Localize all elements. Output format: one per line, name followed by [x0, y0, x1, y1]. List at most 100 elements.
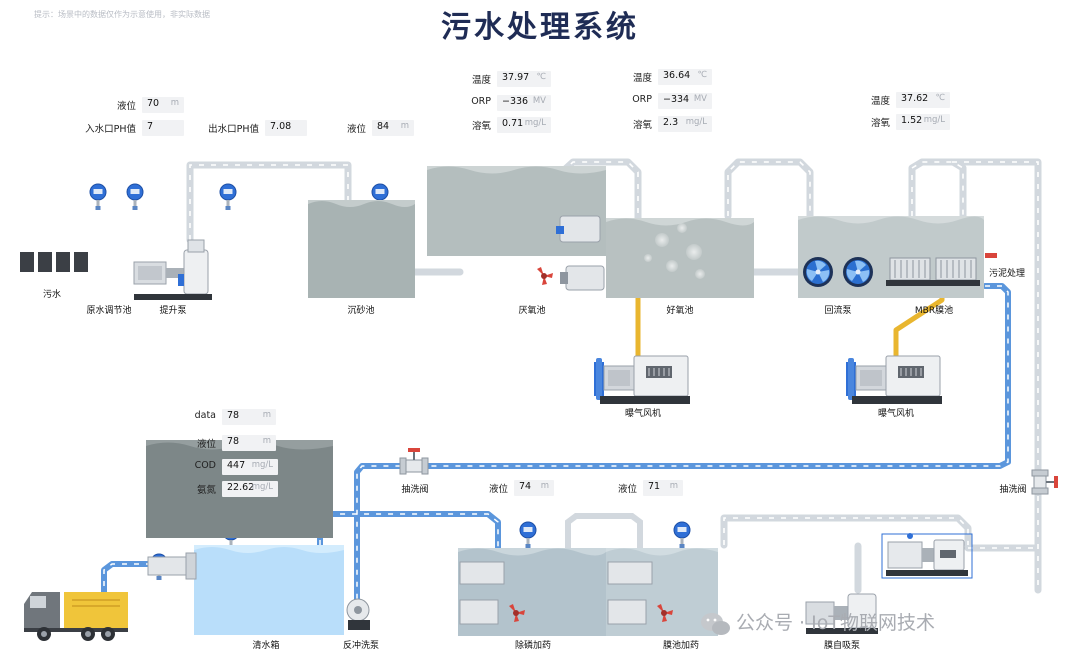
- label-phos-dosing: 除磷加药: [514, 641, 552, 651]
- pipes-yellow: [635, 285, 945, 363]
- param-unit: mg/L: [251, 460, 273, 470]
- param-aero-temp: 温度 36.64 ℃: [633, 69, 712, 85]
- param-anox-do: 溶氧 0.71 mg/L: [472, 117, 551, 133]
- label-flush-valve-1: 抽洗阀: [401, 485, 429, 495]
- param-label: COD: [194, 460, 216, 471]
- param-label: 液位: [488, 484, 508, 495]
- backwash-blower-icon[interactable]: [881, 533, 973, 579]
- phos-dosing-tank: [458, 548, 606, 636]
- memb-dosing-tank: [606, 548, 718, 636]
- label-backwash-pump: 反冲洗泵: [342, 641, 380, 651]
- return-pump-fan-icon[interactable]: [843, 257, 873, 287]
- param-raw-level: 液位 70 m: [117, 97, 184, 113]
- lift-pump-icon[interactable]: [133, 239, 212, 300]
- page-title: 污水处理系统: [441, 10, 639, 45]
- param-value: −334: [663, 94, 690, 105]
- label-sewage: 污水: [42, 290, 62, 300]
- param-value: 22.62: [227, 482, 255, 493]
- ph-meter-icon: [89, 183, 107, 211]
- label-raw-tank: 原水调节池: [86, 306, 132, 316]
- param-label: 溶氧: [471, 121, 491, 132]
- param-outlet-ph: 出水口PH值 7.08: [208, 120, 307, 136]
- param-tank-level: 液位 78 m: [197, 435, 276, 451]
- param-unit: m: [262, 410, 271, 420]
- param-unit: m: [170, 98, 179, 108]
- label-lift-pump: 提升泵: [159, 306, 187, 316]
- param-unit: m: [400, 121, 409, 131]
- param-value: 78: [227, 436, 240, 447]
- param-label: 出水口PH值: [208, 124, 259, 135]
- param-value: 70: [147, 98, 160, 109]
- param-phos-level: 液位 74 m: [489, 480, 554, 496]
- param-anox-orp: ORP −336 MV: [471, 95, 551, 111]
- label-blower-1: 曝气风机: [624, 409, 662, 419]
- blower-icon[interactable]: [593, 355, 691, 405]
- label-anoxic-tank: 厌氧池: [518, 306, 546, 316]
- param-label: 液位: [346, 124, 366, 135]
- anoxic-tank: [427, 166, 606, 291]
- label-memb-dosing: 膜池加药: [662, 641, 700, 651]
- param-value: 37.62: [901, 93, 929, 104]
- param-label: ORP: [471, 96, 491, 107]
- param-label: 氨氮: [196, 485, 216, 496]
- param-unit: ℃: [935, 93, 945, 103]
- flush-valve-icon[interactable]: [1031, 469, 1058, 495]
- param-label: 液位: [617, 484, 637, 495]
- param-value: 2.3: [663, 117, 679, 128]
- backwash-pump-icon[interactable]: [346, 598, 370, 630]
- param-value: 447: [227, 460, 246, 471]
- label-sludge: 污泥处理: [988, 269, 1026, 279]
- param-value: 37.97: [502, 72, 530, 83]
- param-tank-cod: COD 447 mg/L: [195, 459, 278, 475]
- param-value: 1.52: [901, 115, 923, 126]
- param-label: 液位: [116, 101, 136, 112]
- param-aero-orp: ORP −334 MV: [632, 93, 712, 109]
- param-memb-level: 液位 71 m: [618, 480, 683, 496]
- level-meter-icon: [219, 183, 237, 211]
- param-grit-level: 液位 84 m: [347, 120, 414, 136]
- param-value: 7.08: [270, 121, 292, 132]
- ph-meter-icon: [126, 183, 144, 211]
- param-label: 温度: [870, 96, 890, 107]
- label-aerobic-tank: 好氧池: [666, 306, 694, 316]
- param-label: 液位: [196, 439, 216, 450]
- aerobic-tank: [606, 218, 754, 298]
- param-value: 74: [519, 481, 532, 492]
- return-pump-fan-icon[interactable]: [803, 257, 833, 287]
- param-inlet-ph: 入水口PH值 7: [85, 120, 184, 136]
- label-flush-valve-2: 抽洗阀: [999, 485, 1027, 495]
- mbr-tank: [798, 216, 984, 298]
- watermark-text: 公众号 · IoT物联网技术: [736, 612, 935, 634]
- param-unit: m: [262, 436, 271, 446]
- param-tank-nh3: 氨氮 22.62 mg/L: [197, 481, 278, 497]
- param-anox-temp: 温度 37.97 ℃: [472, 71, 551, 87]
- param-unit: mg/L: [923, 115, 945, 125]
- param-value: 78: [227, 410, 240, 421]
- param-label: 溶氧: [632, 120, 652, 131]
- blower-icon[interactable]: [845, 355, 943, 405]
- param-label: ORP: [632, 94, 652, 105]
- wechat-icon: [701, 613, 730, 635]
- level-meter-icon: [673, 521, 691, 549]
- pipes-blue-dash: [103, 285, 1009, 600]
- param-mbr-do: 溶氧 1.52 mg/L: [871, 114, 950, 130]
- param-value: 84: [377, 121, 390, 132]
- param-value: −336: [502, 96, 529, 107]
- flush-valve-icon[interactable]: [399, 447, 429, 475]
- label-mbr-tank: MBR膜池: [914, 306, 954, 316]
- label-blower-2: 曝气风机: [877, 409, 915, 419]
- label-grit-tank: 沉砂池: [347, 306, 375, 316]
- sludge-outlet: [985, 253, 997, 258]
- param-unit: MV: [532, 96, 546, 106]
- param-unit: MV: [693, 94, 707, 104]
- truck-icon: [24, 592, 128, 641]
- param-unit: m: [669, 481, 678, 491]
- anoxic-valve-icon[interactable]: [537, 267, 553, 285]
- param-label: data: [194, 410, 216, 421]
- param-aero-do: 溶氧 2.3 mg/L: [633, 116, 712, 132]
- param-value: 0.71: [502, 118, 524, 129]
- param-unit: mg/L: [251, 482, 273, 492]
- self-priming-pump-icon[interactable]: [805, 593, 878, 634]
- param-mbr-temp: 温度 37.62 ℃: [871, 92, 950, 108]
